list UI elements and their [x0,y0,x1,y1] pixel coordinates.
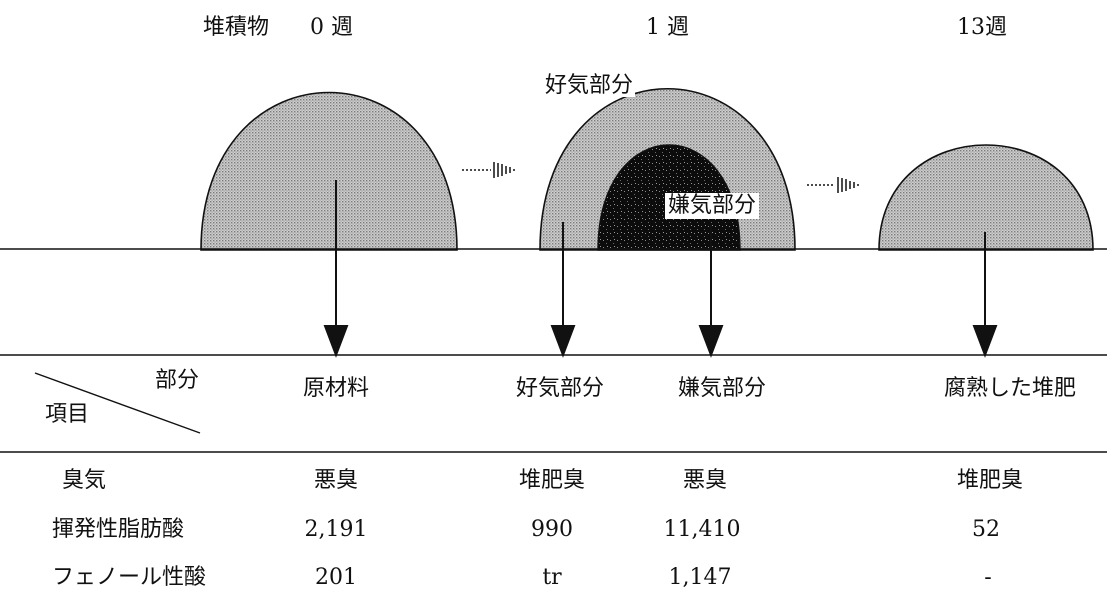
cell-odor-anaerobic: 悪臭 [682,468,728,493]
cell-vfa-anaerobic: 11,410 [663,517,741,542]
cell-phenolic-raw: 201 [315,565,357,590]
cell-vfa-aerobic: 990 [531,517,573,542]
stage-arrow-2 [807,177,859,193]
corner-header-item: 項目 [45,402,90,427]
stage-week0-label: 0 週 [310,15,353,40]
col-header-raw: 原材料 [302,376,370,401]
col-header-aerobic: 好気部分 [515,376,605,401]
corner-diagonal [34,372,201,434]
cell-odor-compost: 堆肥臭 [956,468,1024,493]
col-header-anaerobic: 嫌気部分 [677,376,767,401]
row-label-vfa: 揮発性脂肪酸 [52,517,185,542]
aerobic-part-label: 好気部分 [543,73,636,98]
row-label-odor: 臭気 [62,468,107,493]
cell-odor-aerobic: 堆肥臭 [518,468,586,493]
stage-week1-label: 1 週 [646,15,689,40]
cell-phenolic-aerobic: tr [542,565,562,590]
cell-odor-raw: 悪臭 [313,468,359,493]
pile-mound-week0 [200,91,458,251]
cell-vfa-compost: 52 [972,517,1000,542]
pile-label: 堆積物 [203,15,270,40]
cell-phenolic-compost: - [984,565,992,590]
corner-header-part: 部分 [155,368,200,393]
cell-phenolic-anaerobic: 1,147 [668,565,732,590]
stage-week13-label: 13週 [957,15,1007,40]
pile-mound-week13 [878,144,1094,251]
col-header-compost: 腐熟した堆肥 [943,376,1077,401]
stage-arrow-1 [462,162,515,178]
row-label-phenolic: フェノール性酸 [52,565,207,590]
cell-vfa-raw: 2,191 [304,517,368,542]
anaerobic-part-label: 嫌気部分 [665,193,760,219]
